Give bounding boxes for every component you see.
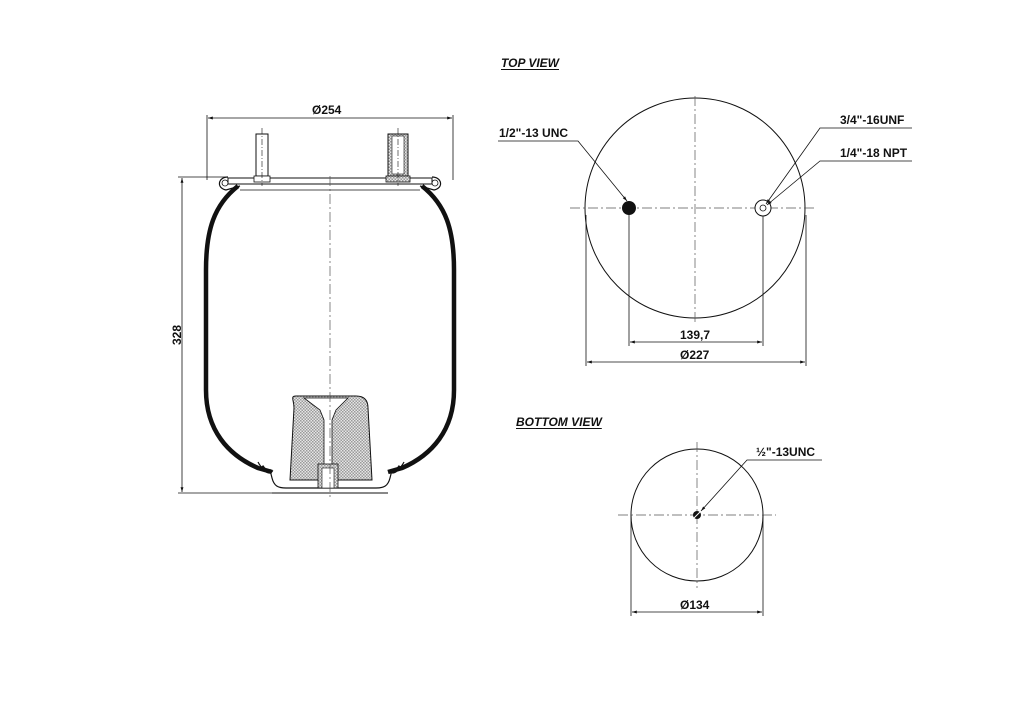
top-view-port-thread-callout: 3/4"-16UNF (840, 113, 905, 127)
bottom-view-thread-callout: ½"-13UNC (756, 445, 816, 459)
bottom-view (618, 442, 822, 616)
side-width-dimension: Ø254 (312, 103, 342, 117)
bottom-view-title: BOTTOM VIEW (516, 415, 602, 429)
top-view-left-thread-callout: 1/2"-13 UNC (499, 126, 569, 140)
bottom-view-diameter-dimension: Ø134 (680, 598, 710, 612)
side-view (178, 115, 457, 500)
top-view-npt-callout: 1/4"-18 NPT (840, 146, 908, 160)
top-view (498, 96, 912, 366)
top-view-hole-spacing-dimension: 139,7 (680, 328, 711, 342)
top-view-title: TOP VIEW (501, 56, 560, 70)
side-height-dimension: 328 (170, 324, 184, 345)
top-view-diameter-dimension: Ø227 (680, 348, 710, 362)
